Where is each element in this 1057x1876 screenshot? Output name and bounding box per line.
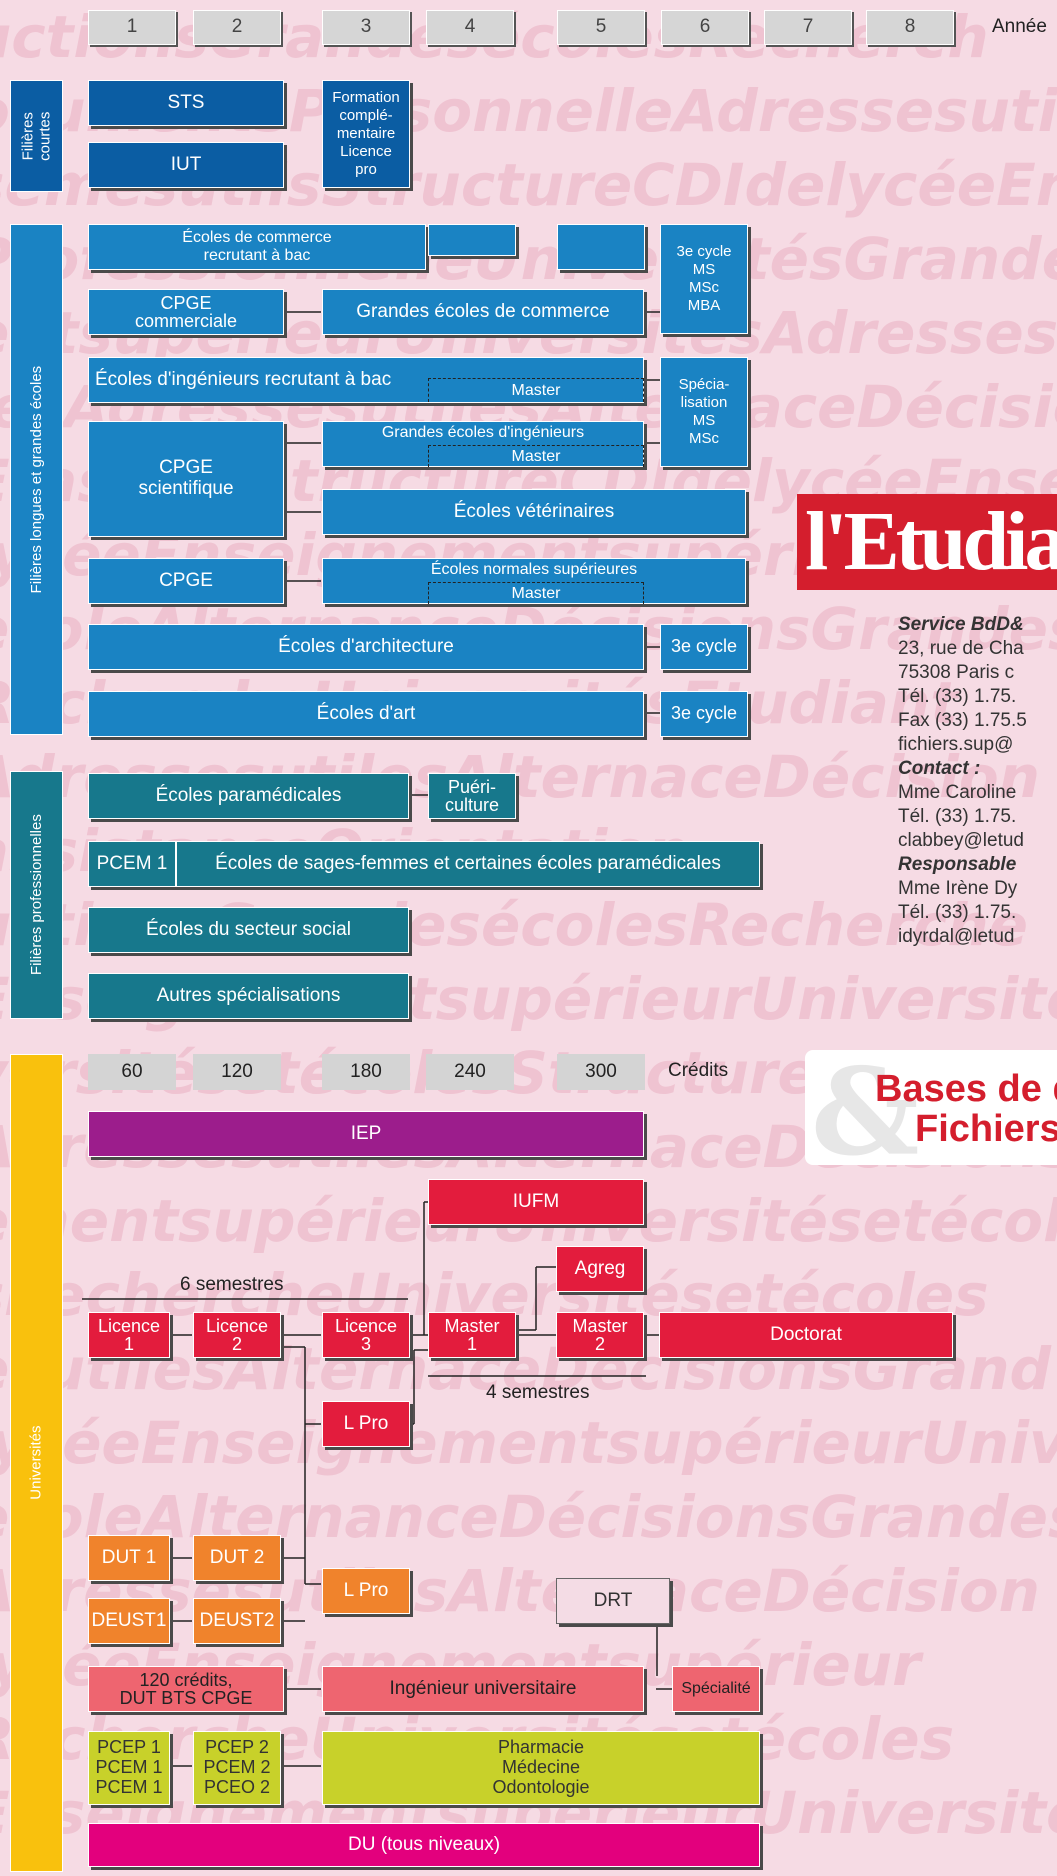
service-heading: Service BdD& <box>898 614 1024 635</box>
box-ecoles-veterinaires: Écoles vétérinaires <box>322 489 746 535</box>
box-licence-1: Licence 1 <box>88 1312 170 1358</box>
fax-line: Fax (33) 1.75.5 <box>898 710 1027 731</box>
address-line-2: 75308 Paris c <box>898 662 1015 683</box>
box-ecoles-art: Écoles d'art <box>88 691 644 737</box>
box-pcep-1: PCEP 1 PCEM 1 PCEM 1 <box>88 1731 170 1805</box>
box-dut-2: DUT 2 <box>193 1535 281 1581</box>
section-longues: Filières longues et grandes écoles <box>10 224 63 735</box>
box-sages-femmes: Écoles de sages-femmes et certaines écol… <box>176 841 760 887</box>
ampersand-icon: & <box>811 1050 920 1165</box>
box-autres-specialisations: Autres spécialisations <box>88 973 409 1019</box>
bases-de-donnees-logo: & Bases de d Fichiers <box>805 1050 1057 1165</box>
box-ecoles-ingenieurs-bac: Écoles d'ingénieurs recrutant à bac <box>88 357 644 403</box>
address-line-1: 23, rue de Cha <box>898 638 1024 659</box>
credits-60: 60 <box>88 1054 176 1090</box>
box-cpge-commerciale: CPGE commerciale <box>88 289 284 335</box>
letudiant-logo: l'Etudiant <box>797 494 1057 590</box>
box-ingenieur-universitaire: Ingénieur universitaire <box>322 1666 644 1712</box>
box-doctorat: Doctorat <box>659 1312 953 1358</box>
box-pharmacie-medecine: Pharmacie Médecine Odontologie <box>322 1731 760 1805</box>
box-specialite: Spécialité <box>672 1666 760 1712</box>
contact-name: Mme Caroline <box>898 782 1017 803</box>
box-pcem1: PCEM 1 <box>88 841 176 887</box>
logo2-line-1: Bases de d <box>875 1068 1057 1110</box>
box-dut-1: DUT 1 <box>88 1535 170 1581</box>
box-iufm: IUFM <box>428 1179 644 1225</box>
box-cpge-scientifique: CPGE scientifique <box>88 421 284 537</box>
box-master-2: Master 2 <box>556 1312 644 1358</box>
box-commerce-year4 <box>428 224 516 256</box>
box-grandes-ecoles-commerce: Grandes écoles de commerce <box>322 289 644 335</box>
box-secteur-social: Écoles du secteur social <box>88 907 409 953</box>
box-ecoles-normales: Écoles normales supérieures <box>322 558 746 604</box>
box-formation-complementaire: Formation complé- mentaire Licence pro <box>322 80 410 188</box>
box-sts: STS <box>88 80 284 126</box>
box-iep: IEP <box>88 1111 644 1157</box>
responsable-tel: Tél. (33) 1.75. <box>898 902 1017 923</box>
box-master-1: Master 1 <box>428 1312 516 1358</box>
box-licence-2: Licence 2 <box>193 1312 281 1358</box>
section-courtes: Filières courtes <box>10 80 63 192</box>
box-ecoles-architecture: Écoles d'architecture <box>88 624 644 670</box>
year-3: 3 <box>322 10 410 45</box>
responsable-heading: Responsable <box>898 854 1017 875</box>
tel-line: Tél. (33) 1.75. <box>898 686 1017 707</box>
year-4: 4 <box>426 10 514 45</box>
box-grandes-ecoles-ingenieurs: Grandes écoles d'ingénieurs <box>322 421 644 467</box>
contact-block: Service BdD& 23, rue de Cha 75308 Paris … <box>898 613 1057 949</box>
year-2: 2 <box>193 10 281 45</box>
credits-240: 240 <box>426 1054 514 1090</box>
master-dashed-2: Master <box>428 445 644 467</box>
box-ecoles-commerce-bac: Écoles de commerce recrutant à bac <box>88 224 426 270</box>
box-puericulture: Puéri- culture <box>428 773 516 819</box>
logo2-line-2: Fichiers <box>915 1108 1057 1150</box>
email-line[interactable]: fichiers.sup@ <box>898 734 1014 755</box>
box-drt: DRT <box>556 1578 670 1624</box>
box-licence-3: Licence 3 <box>322 1312 410 1358</box>
contact-heading: Contact : <box>898 758 981 779</box>
box-lpro-2: L Pro <box>322 1568 410 1614</box>
box-deust-2: DEUST2 <box>193 1598 281 1644</box>
label-6-semestres: 6 semestres <box>180 1274 284 1295</box>
box-commerce-year5 <box>557 224 645 270</box>
box-3e-cycle-art: 3e cycle <box>660 691 748 737</box>
master-dashed-3: Master <box>428 582 644 604</box>
year-1: 1 <box>88 10 176 45</box>
credits-300: 300 <box>557 1054 645 1090</box>
year-6: 6 <box>661 10 749 45</box>
contact-email[interactable]: clabbey@letud <box>898 830 1024 851</box>
year-8: 8 <box>866 10 954 45</box>
box-specialisation: Spécia- lisation MS MSc <box>660 357 748 467</box>
box-agreg: Agreg <box>556 1246 644 1292</box>
box-paramedicales: Écoles paramédicales <box>88 773 409 819</box>
credits-180: 180 <box>322 1054 410 1090</box>
box-pcep-2: PCEP 2 PCEM 2 PCEO 2 <box>193 1731 281 1805</box>
box-cpge: CPGE <box>88 558 284 604</box>
credits-label: Crédits <box>668 1060 729 1081</box>
box-3e-cycle-archi: 3e cycle <box>660 624 748 670</box>
year-7: 7 <box>764 10 852 45</box>
master-dashed-1: Master <box>428 378 644 402</box>
section-universites: Universités <box>10 1054 63 1872</box>
responsable-name: Mme Irène Dy <box>898 878 1018 899</box>
responsable-email[interactable]: idyrdal@letud <box>898 926 1015 947</box>
box-lpro-1: L Pro <box>322 1401 410 1447</box>
box-deust-1: DEUST1 <box>88 1598 170 1644</box>
box-120-credits: 120 crédits, DUT BTS CPGE <box>88 1666 284 1712</box>
contact-tel: Tél. (33) 1.75. <box>898 806 1017 827</box>
year-label: Année <box>992 16 1047 37</box>
box-3e-cycle-commerce: 3e cycle MS MSc MBA <box>660 224 748 334</box>
box-iut: IUT <box>88 142 284 188</box>
year-5: 5 <box>557 10 645 45</box>
box-du: DU (tous niveaux) <box>88 1823 760 1867</box>
credits-120: 120 <box>193 1054 281 1090</box>
section-pro: Filières professionnelles <box>10 771 63 1019</box>
label-4-semestres: 4 semestres <box>486 1382 590 1403</box>
